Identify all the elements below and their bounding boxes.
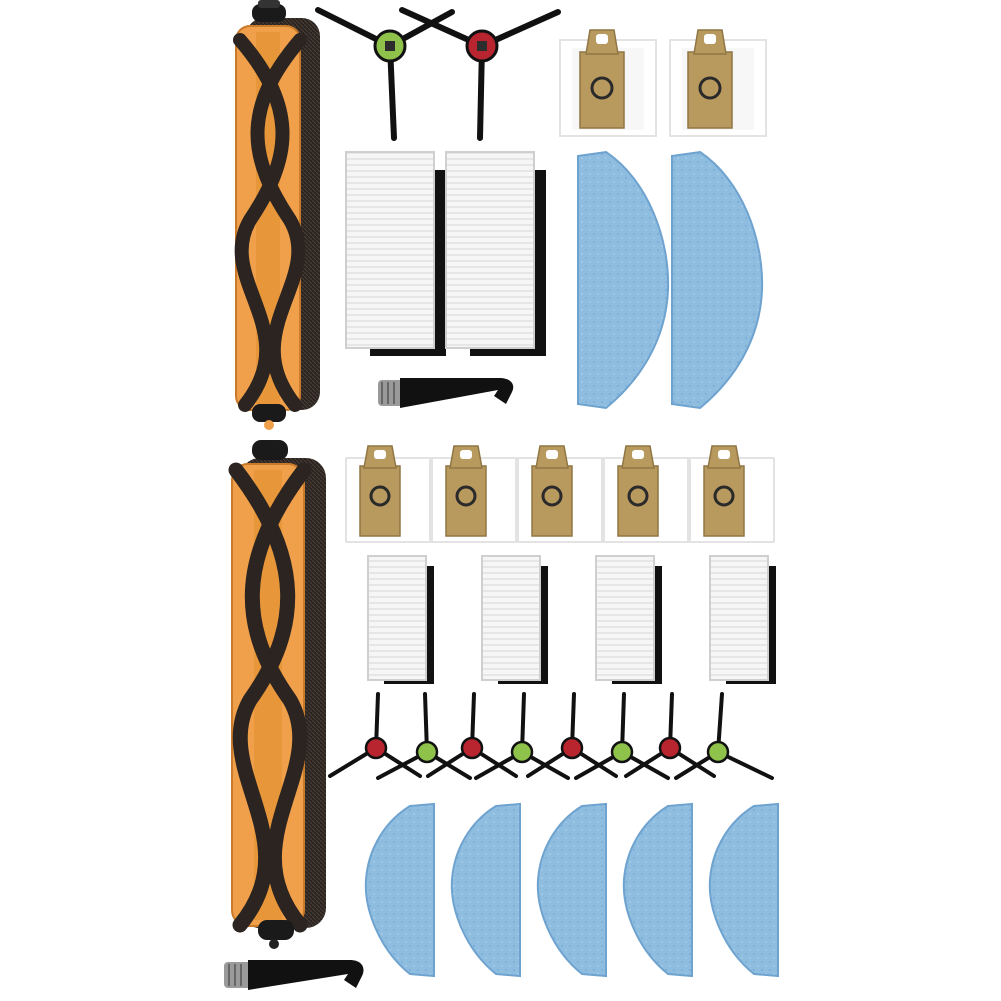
side-brush-bottom-4 — [474, 692, 570, 780]
hepa-filter-top-1 — [345, 151, 446, 356]
mop-pad-bottom-1 — [364, 802, 435, 978]
cleaning-tool-bottom — [224, 960, 364, 990]
mop-pad-bottom-5 — [708, 802, 779, 978]
dust-bag-bottom-5 — [689, 445, 775, 543]
main-brush-bottom — [228, 440, 326, 949]
side-brush-bottom-2 — [376, 692, 472, 780]
mop-pad-bottom-3 — [536, 802, 607, 978]
mop-pad-bottom-2 — [450, 802, 521, 978]
side-brush-bottom-6 — [574, 692, 670, 780]
side-brush-bottom-8 — [674, 692, 774, 780]
hepa-filter-bottom-2 — [481, 555, 548, 684]
main-brush-top — [233, 0, 320, 430]
side-brush-red-top — [399, 7, 561, 141]
mop-pad-top-2 — [671, 150, 764, 410]
hepa-filter-top-2 — [445, 151, 546, 356]
side-brush-green-top — [315, 7, 455, 141]
dust-bag-bottom-2 — [431, 445, 517, 543]
cleaning-tool-top — [378, 378, 514, 408]
dust-bag-bottom-4 — [603, 445, 689, 543]
dust-bag-top-1 — [559, 29, 657, 137]
dust-bag-top-2 — [669, 29, 767, 137]
hepa-filter-bottom-4 — [709, 555, 776, 684]
hepa-filter-bottom-3 — [595, 555, 662, 684]
mop-pad-bottom-4 — [622, 802, 693, 978]
hepa-filter-bottom-1 — [367, 555, 434, 684]
side-brush-hubs — [364, 736, 730, 764]
mop-pad-top-1 — [577, 150, 670, 410]
dust-bag-bottom-3 — [517, 445, 603, 543]
dust-bag-bottom-1 — [345, 445, 431, 543]
side-brush-row — [328, 692, 774, 780]
